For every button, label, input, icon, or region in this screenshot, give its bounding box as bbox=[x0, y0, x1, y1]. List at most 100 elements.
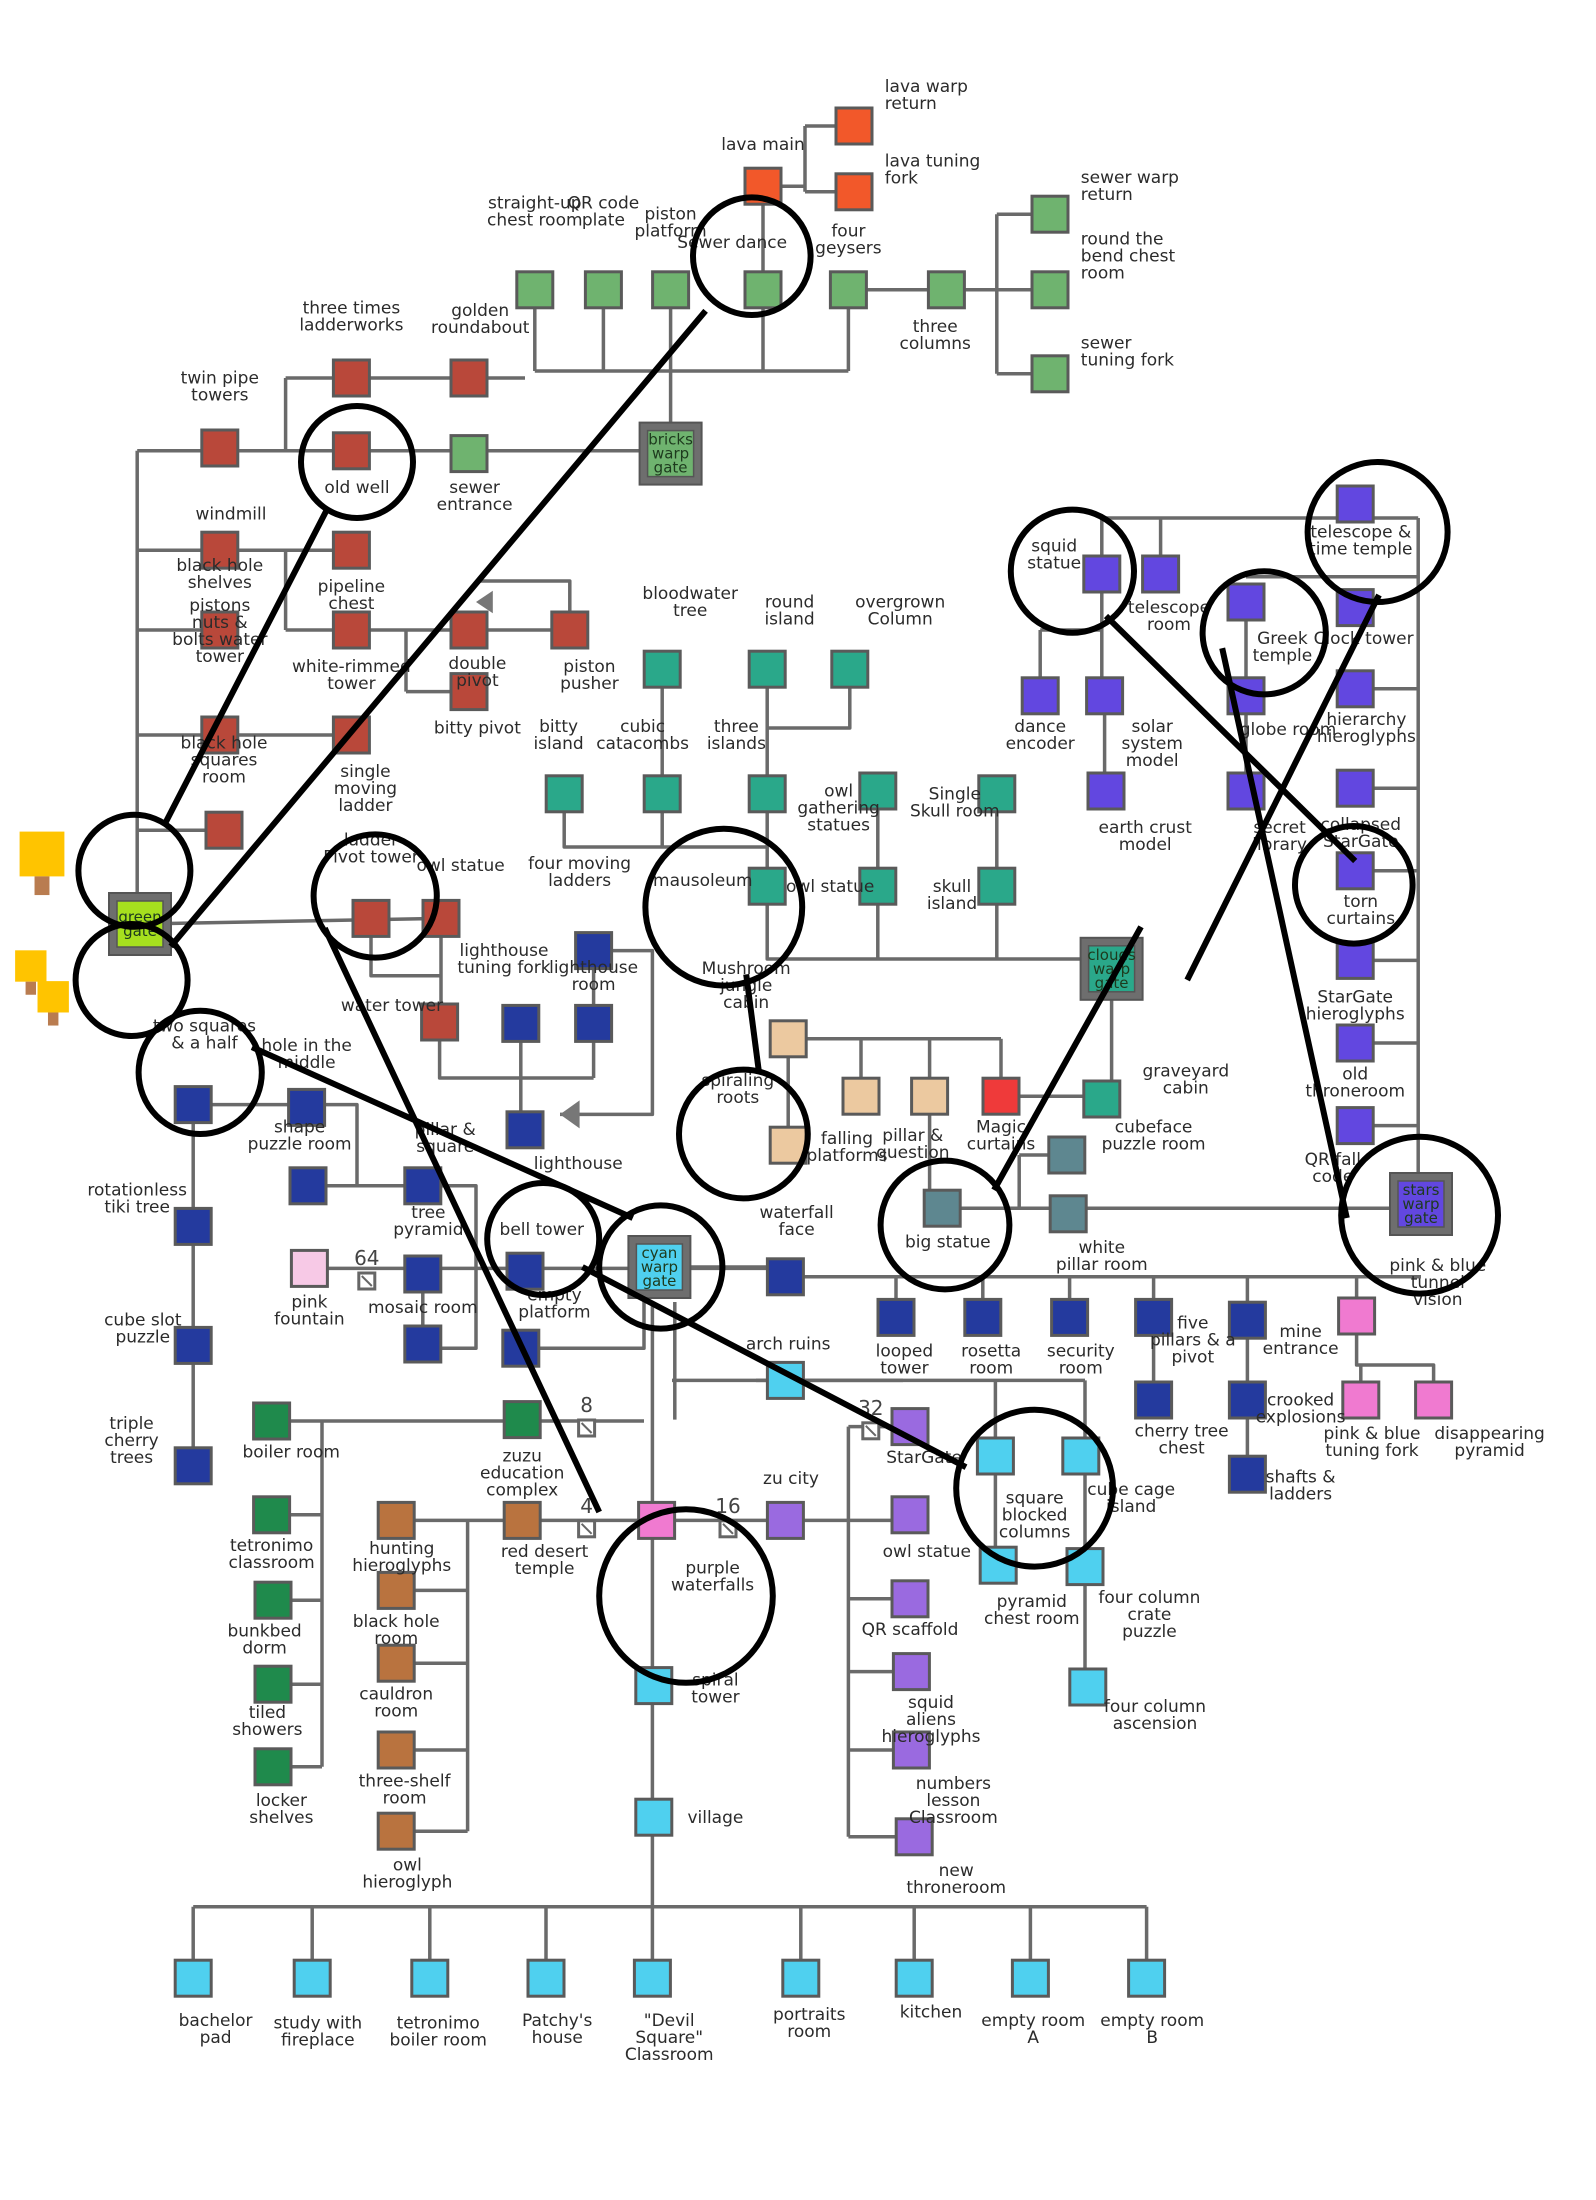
room-node-lighthouse-room[interactable] bbox=[574, 1003, 614, 1043]
room-node-skull-island[interactable] bbox=[977, 866, 1017, 906]
room-node-sewer-entrance[interactable] bbox=[449, 434, 489, 474]
room-node-water-tower[interactable] bbox=[420, 1002, 460, 1042]
room-node-devil-square[interactable] bbox=[632, 1958, 672, 1998]
room-node-crooked[interactable] bbox=[1227, 1380, 1267, 1420]
room-node-empty-a[interactable] bbox=[1010, 1958, 1050, 1998]
room-node-black-hole-squares[interactable] bbox=[204, 810, 244, 850]
room-node-old-well[interactable] bbox=[331, 431, 371, 471]
room-node-locker-shelves[interactable] bbox=[253, 1747, 293, 1787]
room-node-disappearing[interactable] bbox=[1414, 1380, 1454, 1420]
room-node-overgrown[interactable] bbox=[830, 649, 870, 689]
room-node-cubic-catacombs[interactable] bbox=[642, 774, 682, 814]
room-node-sewer-warp-return[interactable] bbox=[1030, 194, 1070, 234]
room-node-qr-fall-code[interactable] bbox=[1335, 1106, 1375, 1146]
room-node-tiled-showers[interactable] bbox=[253, 1664, 293, 1704]
room-node-village[interactable] bbox=[634, 1797, 674, 1837]
room-node-triple-cherry[interactable] bbox=[173, 1446, 213, 1486]
room-node-collapsed-stargate[interactable] bbox=[1335, 768, 1375, 808]
room-node-round-island[interactable] bbox=[747, 649, 787, 689]
room-node-zuzu-complex[interactable] bbox=[502, 1400, 542, 1440]
room-node-empty-b[interactable] bbox=[1127, 1958, 1167, 1998]
room-node-boiler-room[interactable] bbox=[252, 1401, 292, 1441]
room-node-purple-waterfalls[interactable] bbox=[637, 1500, 677, 1540]
room-node-telescope-time[interactable] bbox=[1335, 484, 1375, 524]
room-node-lighthouse-tuning[interactable] bbox=[501, 1003, 541, 1043]
room-node-five-pillars[interactable] bbox=[1134, 1297, 1174, 1337]
room-node-waterfall-face[interactable] bbox=[765, 1257, 805, 1297]
room-node-double-pivot[interactable] bbox=[449, 610, 489, 650]
room-node-solar-system[interactable] bbox=[1085, 676, 1125, 716]
room-node-hierarchy[interactable] bbox=[1335, 669, 1375, 709]
room-node-greek-temple[interactable] bbox=[1226, 582, 1266, 622]
room-node-lighthouse[interactable] bbox=[505, 1110, 545, 1150]
room-node-security[interactable] bbox=[1050, 1297, 1090, 1337]
room-node-lava-tuning-fork[interactable] bbox=[834, 172, 874, 212]
room-node-kitchen[interactable] bbox=[894, 1958, 934, 1998]
room-node-cube-slot[interactable] bbox=[173, 1325, 213, 1365]
room-node-hole-middle[interactable] bbox=[287, 1087, 327, 1127]
room-node-pink-blue-tunnel[interactable] bbox=[1337, 1296, 1377, 1336]
room-node-shafts[interactable] bbox=[1227, 1454, 1267, 1494]
room-node-three-columns[interactable] bbox=[926, 270, 966, 310]
room-node-twin-pipe[interactable] bbox=[200, 428, 240, 468]
room-node-tree-pyramid[interactable] bbox=[403, 1254, 443, 1294]
room-node-squid-aliens[interactable] bbox=[891, 1652, 931, 1692]
room-node-four-geysers[interactable] bbox=[828, 270, 868, 310]
room-node-dance-encoder[interactable] bbox=[1020, 676, 1060, 716]
room-node-bloodwater[interactable] bbox=[642, 649, 682, 689]
room-node-portraits[interactable] bbox=[781, 1958, 821, 1998]
room-node-mine-entrance[interactable] bbox=[1227, 1300, 1267, 1340]
room-node-two-squares[interactable] bbox=[173, 1085, 213, 1125]
room-node-tetronimo-boiler[interactable] bbox=[410, 1958, 450, 1998]
room-node-secret-library[interactable] bbox=[1226, 771, 1266, 811]
room-node-squid-statue[interactable] bbox=[1082, 554, 1122, 594]
room-node-magic-curtains[interactable] bbox=[981, 1076, 1021, 1116]
room-node-owl-statue-teal[interactable] bbox=[858, 866, 898, 906]
room-node-black-hole-room[interactable] bbox=[376, 1570, 416, 1610]
room-node-mushroom[interactable] bbox=[768, 1019, 808, 1059]
room-node-pillar-question[interactable] bbox=[910, 1076, 950, 1116]
room-node-old-throneroom[interactable] bbox=[1335, 1023, 1375, 1063]
room-node-earth-crust[interactable] bbox=[1086, 771, 1126, 811]
room-node-zu-city[interactable] bbox=[765, 1500, 805, 1540]
room-node-three-shelf[interactable] bbox=[376, 1730, 416, 1770]
room-node-owl-gathering[interactable] bbox=[858, 771, 898, 811]
room-node-single-skull[interactable] bbox=[977, 774, 1017, 814]
warp-gate-clouds-gate[interactable]: cloudswarpgate bbox=[1079, 936, 1144, 1001]
room-node-pillar-square[interactable] bbox=[403, 1166, 443, 1206]
room-node-black-hole-shelves[interactable] bbox=[200, 610, 240, 650]
room-node-hunting-hiero[interactable] bbox=[376, 1500, 416, 1540]
room-node-pink-blue-fork[interactable] bbox=[1341, 1380, 1381, 1420]
room-node-pink-fountain[interactable] bbox=[289, 1248, 329, 1288]
room-node-big-statue[interactable] bbox=[922, 1188, 962, 1228]
room-node-piston-platform[interactable] bbox=[651, 270, 691, 310]
room-node-three-islands[interactable] bbox=[747, 774, 787, 814]
room-node-qr-scaffold[interactable] bbox=[890, 1579, 930, 1619]
room-node-straight-up[interactable] bbox=[515, 270, 555, 310]
room-node-bitty-island[interactable] bbox=[544, 774, 584, 814]
room-node-looped-tower[interactable] bbox=[876, 1297, 916, 1337]
room-node-bunkbed[interactable] bbox=[253, 1580, 293, 1620]
room-node-cubeface[interactable] bbox=[1047, 1135, 1087, 1175]
room-node-falling-platforms[interactable] bbox=[841, 1076, 881, 1116]
room-node-mosaic[interactable] bbox=[403, 1324, 443, 1364]
room-node-ladder-pivot[interactable] bbox=[351, 898, 391, 938]
room-node-tetronimo-class[interactable] bbox=[252, 1495, 292, 1535]
room-node-red-desert[interactable] bbox=[502, 1500, 542, 1540]
room-node-numbers-lesson[interactable] bbox=[891, 1730, 931, 1770]
room-node-cube-cage[interactable] bbox=[1061, 1436, 1101, 1476]
room-node-graveyard-cabin[interactable] bbox=[1082, 1079, 1122, 1119]
room-node-three-times[interactable] bbox=[331, 358, 371, 398]
room-node-new-throneroom[interactable] bbox=[894, 1817, 934, 1857]
room-node-bachelor-pad[interactable] bbox=[173, 1958, 213, 1998]
room-node-windmill[interactable] bbox=[200, 530, 240, 570]
room-node-mausoleum[interactable] bbox=[747, 866, 787, 906]
room-node-patchys-house[interactable] bbox=[526, 1958, 566, 1998]
room-node-rosetta[interactable] bbox=[963, 1297, 1003, 1337]
room-node-shape-puzzle[interactable] bbox=[288, 1166, 328, 1206]
room-node-cherry-chest[interactable] bbox=[1134, 1380, 1174, 1420]
room-node-owl-statue-purple[interactable] bbox=[890, 1495, 930, 1535]
